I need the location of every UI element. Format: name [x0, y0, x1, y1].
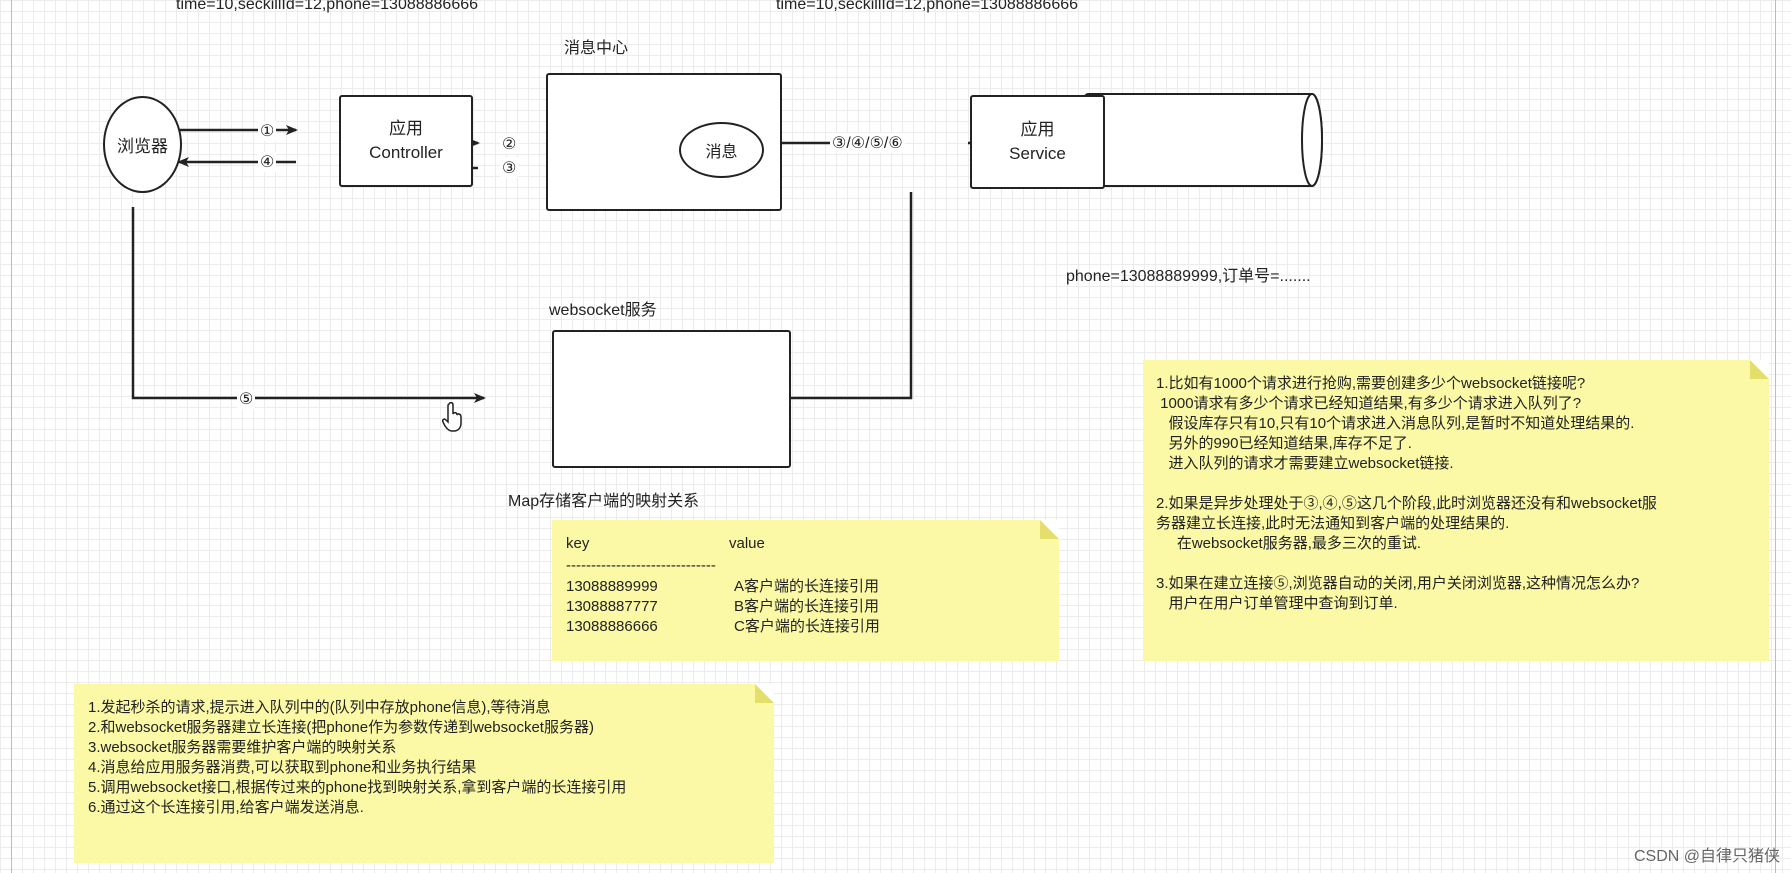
question-note-line: 在websocket服务器,最多三次的重试.: [1156, 535, 1422, 552]
controller-label-line2: Controller: [369, 143, 443, 162]
map-sticky-note: key value ------------------------------…: [552, 520, 1059, 661]
map-divider: ------------------------------: [566, 557, 716, 574]
step-label-3: ③: [500, 158, 519, 178]
service-label-line1: 应用: [1020, 120, 1055, 139]
map-row-value: C客户端的长连接引用: [734, 618, 880, 635]
watermark: CSDN @自律只猪侠: [1634, 848, 1781, 865]
map-row-key: 13088887777: [566, 598, 658, 615]
questions-sticky-note: 1.比如有1000个请求进行抢购,需要创建多少个websocket链接呢? 10…: [1143, 360, 1769, 661]
canvas-left-rule: [11, 0, 12, 873]
question-note-line: 2.如果是异步处理处于③,④,⑤这几个阶段,此时浏览器还没有和websocket…: [1156, 495, 1657, 512]
canvas-right-rule: [1775, 0, 1776, 873]
map-row-key: 13088889999: [566, 578, 658, 595]
database-cylinder-icon: [1077, 93, 1323, 187]
steps-note-line: 3.websocket服务器需要维护客户端的映射关系: [88, 739, 397, 756]
map-row-value: A客户端的长连接引用: [734, 578, 880, 595]
map-header-value: value: [729, 535, 765, 552]
controller-node: 应用 Controller: [339, 95, 473, 187]
service-label-line2: Service: [1009, 144, 1066, 163]
step-label-3456: ③/④/⑤/⑥: [830, 133, 905, 153]
websocket-title: websocket服务: [549, 302, 657, 319]
map-caption: Map存储客户端的映射关系: [508, 493, 700, 510]
mq-title: 消息中心: [564, 40, 629, 57]
steps-note-line: 6.通过这个长连接引用,给客户端发送消息.: [88, 799, 364, 816]
map-header-key: key: [566, 535, 590, 552]
note-fold: [1040, 520, 1059, 539]
arrow-browser-to-websocket: [131, 207, 486, 403]
step-label-5: ⑤: [237, 389, 256, 409]
steps-note-line: 5.调用websocket接口,根据传过来的phone找到映射关系,拿到客户端的…: [88, 779, 627, 796]
websocket-service-node: [552, 330, 791, 468]
top-param-label-left: time=10,seckillId=12,phone=13088886666: [176, 0, 479, 13]
question-note-line: 1.比如有1000个请求进行抢购,需要创建多少个websocket链接呢?: [1156, 375, 1586, 392]
question-note-line: 3.如果在建立连接⑤,浏览器自动的关闭,用户关闭浏览器,这种情况怎么办?: [1156, 575, 1640, 592]
service-node: 应用 Service: [970, 95, 1105, 189]
question-note-line: 用户在用户订单管理中查询到订单.: [1156, 595, 1398, 612]
steps-note-line: 2.和websocket服务器建立长连接(把phone作为参数传递到websoc…: [88, 719, 594, 736]
map-row-key: 13088886666: [566, 618, 658, 635]
message-node: 消息: [679, 122, 764, 178]
question-note-line: ​: [1156, 474, 1769, 494]
question-note-line: 进入队列的请求才需要建立websocket链接.: [1156, 455, 1454, 472]
step-label-1: ①: [258, 121, 277, 141]
steps-note-line: 4.消息给应用服务器消费,可以获取到phone和业务执行结果: [88, 759, 477, 776]
steps-sticky-note: 1.发起秒杀的请求,提示进入队列中的(队列中存放phone信息),等待消息 2.…: [74, 684, 774, 863]
hand-cursor-icon: [442, 402, 462, 432]
steps-note-line: 1.发起秒杀的请求,提示进入队列中的(队列中存放phone信息),等待消息: [88, 699, 551, 716]
note-fold: [1750, 360, 1769, 379]
step-label-4: ④: [258, 152, 277, 172]
controller-label-line1: 应用: [389, 119, 423, 138]
question-note-line: 假设库存只有10,只有10个请求进入消息队列,是暂时不知道处理结果的.: [1156, 415, 1635, 432]
question-note-line: 务器建立长连接,此时无法通知到客户端的处理结果的.: [1156, 515, 1510, 532]
note-fold: [755, 684, 774, 703]
question-note-line: 另外的990已经知道结果,库存不足了.: [1156, 435, 1412, 452]
map-row-value: B客户端的长连接引用: [734, 598, 880, 615]
question-note-line: ​: [1156, 554, 1769, 574]
top-param-label-right: time=10,seckillId=12,phone=13088886666: [776, 0, 1079, 13]
browser-node: 浏览器: [103, 96, 182, 193]
service-output-label: phone=13088889999,订单号=.......: [1066, 268, 1311, 285]
question-note-line: 1000请求有多少个请求已经知道结果,有多少个请求进入队列了?: [1156, 395, 1582, 412]
step-label-2: ②: [500, 134, 519, 154]
